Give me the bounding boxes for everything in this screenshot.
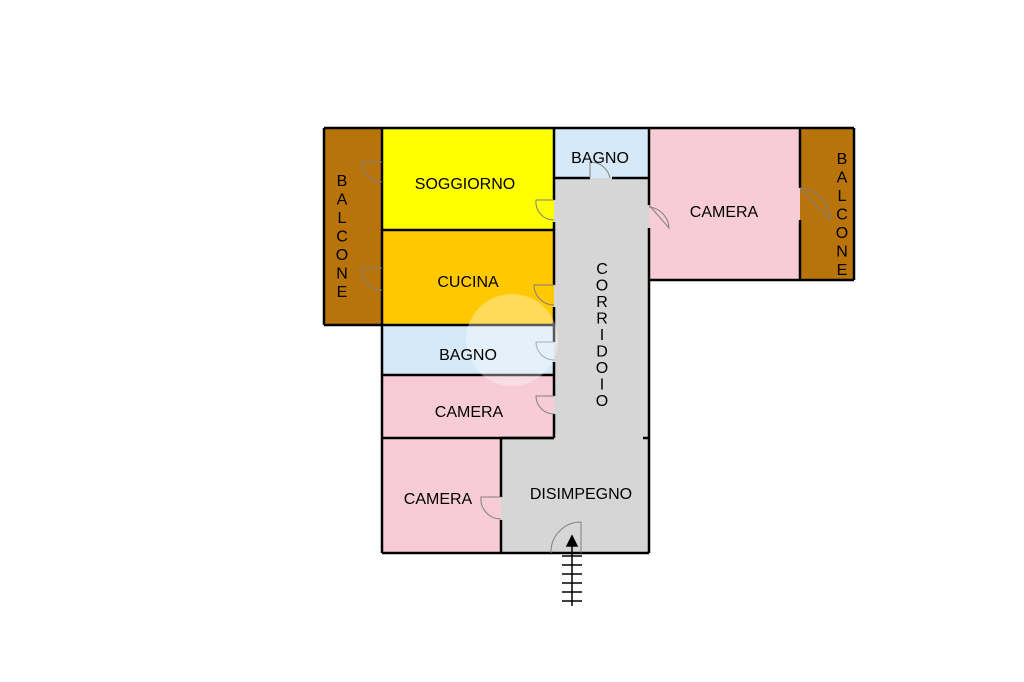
door-swings bbox=[361, 161, 831, 554]
bagno-top-area bbox=[554, 128, 649, 178]
bagno-mid-area bbox=[382, 325, 554, 375]
camera-right-area bbox=[649, 128, 800, 280]
camera-low-area bbox=[382, 438, 501, 553]
cucina-label: CUCINA bbox=[437, 274, 499, 291]
bagno-top-label: BAGNO bbox=[571, 150, 629, 167]
camera-right-label: CAMERA bbox=[690, 204, 759, 221]
camera-mid-area bbox=[382, 375, 554, 438]
entrance-stair-icon bbox=[562, 534, 582, 606]
camera-mid-label: CAMERA bbox=[435, 404, 504, 421]
soggiorno-label: SOGGIORNO bbox=[415, 176, 515, 193]
disimpegno-label: DISIMPEGNO bbox=[530, 486, 632, 503]
soggiorno-area bbox=[382, 128, 554, 230]
walls bbox=[322, 126, 856, 555]
balcone-right-area bbox=[800, 128, 854, 280]
bagno-mid-label: BAGNO bbox=[439, 347, 497, 364]
disimpegno-area bbox=[501, 438, 649, 553]
watermark-logo bbox=[466, 294, 558, 386]
camera-low-label: CAMERA bbox=[404, 491, 473, 508]
balcone-left-area bbox=[324, 128, 382, 325]
corridoio-area bbox=[554, 178, 649, 440]
cucina-area bbox=[382, 230, 554, 325]
